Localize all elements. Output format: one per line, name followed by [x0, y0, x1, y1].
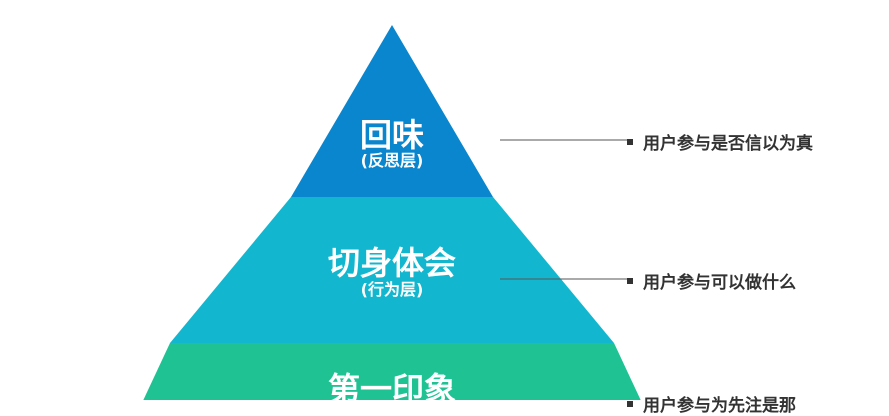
tier-top-subtitle: (反思层): [361, 151, 424, 170]
tier-top-title: 回味: [360, 116, 424, 154]
bullet-square-icon: [627, 138, 633, 145]
bullet-square-icon: [627, 277, 633, 284]
bullet-square-icon: [627, 400, 633, 407]
pyramid-tier-middle: [170, 197, 614, 343]
annotation-middle-text: 用户参与可以做什么: [643, 273, 796, 293]
tier-middle-subtitle: (行为层): [361, 280, 424, 299]
tier-bottom-title: 第一印象: [328, 370, 456, 400]
annotation-top: 用户参与是否信以为真: [627, 129, 813, 154]
pyramid-tier-bottom: [143, 343, 641, 400]
annotation-bottom: 用户参与为先注是那: [627, 391, 796, 416]
annotation-middle: 用户参与可以做什么: [627, 268, 796, 293]
annotation-top-text: 用户参与是否信以为真: [643, 134, 813, 154]
pyramid-diagram: 回味 (反思层) 切身体会 (行为层) 第一印象: [143, 25, 641, 400]
pyramid-tier-top: [291, 25, 493, 197]
annotation-bottom-text: 用户参与为先注是那: [643, 396, 796, 416]
tier-middle-title: 切身体会: [328, 244, 456, 282]
